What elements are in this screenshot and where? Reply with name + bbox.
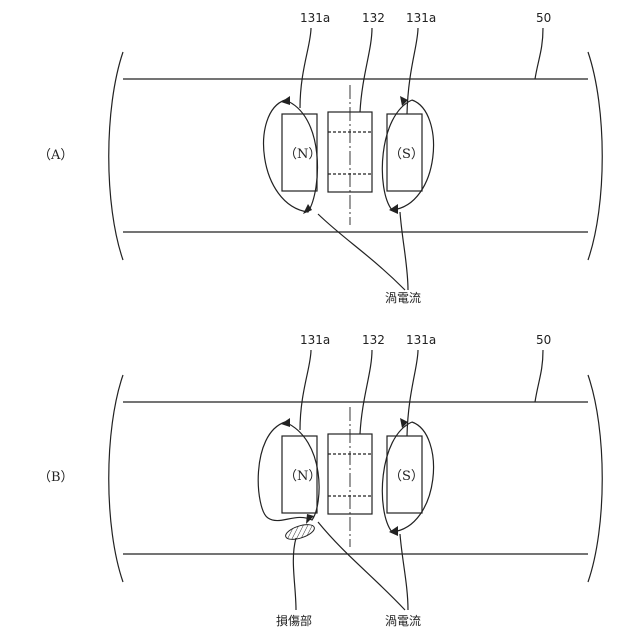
callout-131a-right-a: 131a [406, 11, 436, 25]
leader-132-b [360, 350, 372, 434]
arrow-icon [389, 204, 398, 214]
panel-label-b: （B） [38, 470, 74, 485]
leader-50-b [535, 350, 543, 402]
callout-50-b: 50 [536, 333, 551, 347]
leader-damage-b [293, 538, 296, 610]
magnet-s-label-b: （S） [389, 469, 424, 484]
callout-50-a: 50 [536, 11, 551, 25]
leader-132-a [360, 28, 372, 112]
callout-131a-right-b: 131a [406, 333, 436, 347]
panel-label-a: （A） [38, 148, 73, 163]
magnet-n-label-a: （N） [284, 147, 321, 162]
panel-a [109, 28, 603, 290]
leader-eddy-left-a [318, 214, 405, 290]
panel-b [109, 350, 603, 610]
pipe-b [109, 375, 603, 582]
leader-131a-left-a [300, 28, 311, 108]
callout-132-a: 132 [362, 11, 385, 25]
callout-eddy-b: 渦電流 [385, 613, 421, 628]
callout-131a-left-a: 131a [300, 11, 330, 25]
leader-eddy-left-b [318, 522, 405, 610]
callout-132-b: 132 [362, 333, 385, 347]
callout-damage-b: 損傷部 [276, 613, 312, 628]
callout-eddy-a: 渦電流 [385, 290, 421, 305]
magnet-n-label-b: （N） [284, 469, 321, 484]
pipe-a [109, 52, 603, 260]
arrow-icon [389, 526, 398, 536]
leader-131a-left-b [300, 350, 311, 430]
leader-50-a [535, 28, 543, 79]
magnet-s-label-a: （S） [389, 147, 424, 162]
damage-region [284, 522, 316, 543]
leader-eddy-right-b [400, 534, 408, 610]
leader-eddy-right-a [400, 212, 408, 290]
callout-131a-left-b: 131a [300, 333, 330, 347]
